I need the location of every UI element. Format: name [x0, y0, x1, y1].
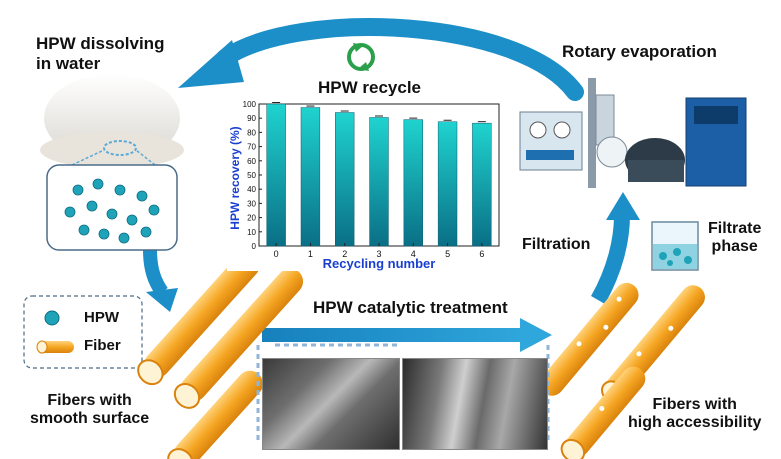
catalytic-treatment-label: HPW catalytic treatment	[313, 298, 508, 317]
sem-connector-lines	[256, 343, 550, 440]
chart-x-axis-label: Recycling number	[323, 256, 436, 271]
fibers-smooth-label: Fibers with smooth surface	[30, 392, 150, 428]
hpw-recycle-label: HPW recycle	[318, 78, 421, 97]
bar-4	[403, 119, 423, 247]
bar-1	[300, 107, 321, 247]
y-tick-label: 40	[247, 185, 256, 194]
y-tick-label: 10	[247, 228, 256, 237]
x-tick-label: 5	[445, 249, 450, 259]
smooth-fibers	[137, 252, 304, 459]
hpw-dissolving-label: HPW dissolving in water	[36, 34, 165, 73]
filtrate-beaker	[651, 221, 699, 271]
sem-image-accessible	[402, 358, 548, 450]
y-tick-label: 0	[252, 242, 257, 251]
y-tick-label: 80	[247, 128, 256, 137]
y-tick-label: 90	[247, 114, 256, 123]
accessible-fibers	[539, 282, 705, 459]
y-tick-label: 70	[247, 143, 256, 152]
filtrate-phase-label: Filtrate phase	[708, 220, 762, 256]
legend-hpw-label: HPW	[84, 309, 119, 326]
x-tick-label: 6	[479, 249, 484, 259]
x-tick-label: 4	[411, 249, 416, 259]
filtration-label: Filtration	[522, 236, 591, 253]
bar-5	[437, 121, 458, 247]
y-tick-label: 30	[247, 199, 256, 208]
y-tick-label: 60	[247, 157, 256, 166]
bar-6	[472, 122, 492, 247]
filtration-arrow	[590, 192, 640, 304]
x-tick-label: 3	[376, 249, 381, 259]
sem-image-smooth	[262, 358, 400, 450]
legend-box	[23, 295, 143, 369]
bar-3	[369, 117, 389, 247]
hpw-molecules-box	[46, 164, 178, 251]
hpw-powder-image	[40, 74, 184, 168]
dissolve-to-fiber-arrow	[143, 249, 178, 312]
chart-plot-area: 0 10 20 30 40 50 60 70 80 90 100 0 1 2 3 4 5 6	[243, 100, 500, 259]
chart-y-axis-label: HPW recovery (%)	[228, 126, 242, 229]
rotary-evaporation-label: Rotary evaporation	[562, 42, 717, 61]
hpw-recovery-chart: 0 10 20 30 40 50 60 70 80 90 100 0 1 2 3 4 5 6 HPW recove…	[227, 96, 507, 271]
rotary-evaporator-image	[519, 78, 747, 188]
x-tick-label: 2	[342, 249, 347, 259]
y-tick-label: 100	[243, 100, 257, 109]
bar-2	[335, 112, 355, 247]
fibers-accessible-label: Fibers with high accessibility	[628, 396, 762, 432]
catalytic-treatment-arrow	[262, 318, 552, 352]
bar-0	[266, 103, 286, 247]
x-tick-label: 1	[308, 249, 313, 259]
legend-fiber-label: Fiber	[84, 337, 121, 354]
recycle-return-arrow	[178, 18, 584, 101]
recycle-icon	[347, 43, 375, 71]
y-tick-label: 50	[247, 171, 256, 180]
y-tick-label: 20	[247, 214, 256, 223]
x-tick-label: 0	[274, 249, 279, 259]
